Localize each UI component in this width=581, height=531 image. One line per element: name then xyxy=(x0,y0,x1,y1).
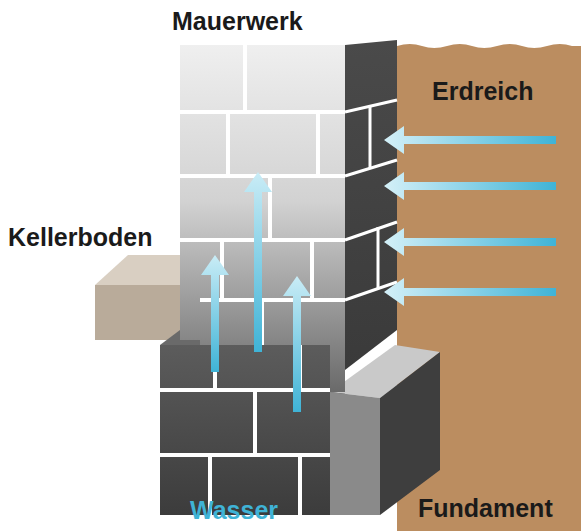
lateral-water-arrows xyxy=(384,126,556,306)
wall-front xyxy=(180,45,345,392)
wall-side xyxy=(345,40,397,370)
mortar-joints xyxy=(160,45,345,515)
mortar-joints-side xyxy=(345,100,397,300)
foundation-front xyxy=(160,345,345,515)
rising-water-arrows xyxy=(201,172,311,412)
foundation-label: Fundament xyxy=(418,493,553,523)
wall-label: Mauerwerk xyxy=(172,6,303,36)
foundation-ledge-side xyxy=(380,352,440,515)
foundation-ledge-front xyxy=(330,392,380,515)
water-label: Wasser xyxy=(190,495,278,525)
soil-label: Erdreich xyxy=(432,76,533,106)
floor-label: Kellerboden xyxy=(8,222,152,252)
